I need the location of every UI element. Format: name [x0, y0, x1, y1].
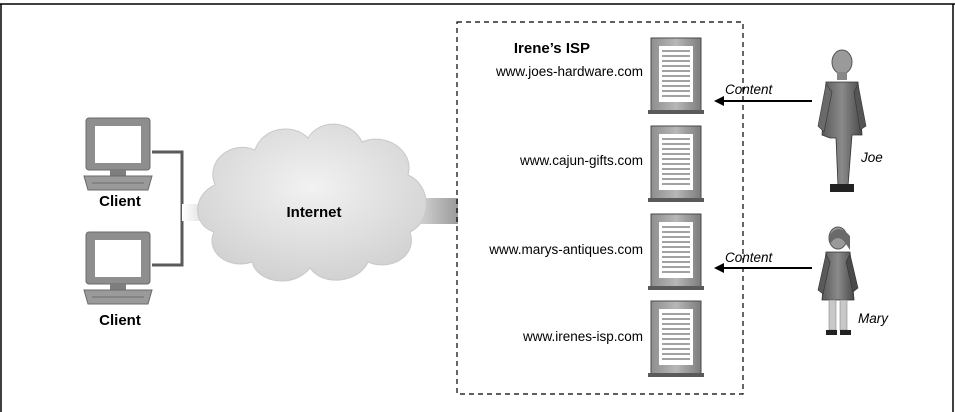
server-host-1: www.joes-hardware.com — [495, 64, 643, 79]
client-label-2: Client — [99, 312, 141, 329]
person-name-mary: Mary — [858, 311, 889, 326]
server-host-3: www.marys-antiques.com — [488, 242, 643, 257]
internet-label: Internet — [286, 204, 341, 221]
isp-boundary — [456, 21, 744, 395]
client-wiring — [152, 150, 184, 267]
content-label-mary: Content — [725, 250, 774, 265]
server-host-4: www.irenes-isp.com — [522, 329, 643, 344]
isp-title: Irene’s ISP — [514, 40, 590, 57]
client-computer-2 — [83, 231, 153, 305]
joe-figure — [817, 49, 867, 192]
internet-cloud — [197, 123, 427, 282]
server-host-2: www.cajun-gifts.com — [519, 153, 643, 168]
client-label-1: Client — [99, 193, 141, 210]
content-label-joe: Content — [725, 82, 774, 97]
server-rack-icon — [648, 37, 704, 114]
server-racks — [648, 37, 704, 377]
mary-figure — [817, 226, 859, 335]
server-rack-icon — [648, 125, 704, 202]
client-computer-1 — [83, 117, 153, 191]
server-rack-icon — [648, 300, 704, 377]
server-rack-icon — [648, 213, 704, 290]
person-name-joe: Joe — [860, 150, 883, 165]
